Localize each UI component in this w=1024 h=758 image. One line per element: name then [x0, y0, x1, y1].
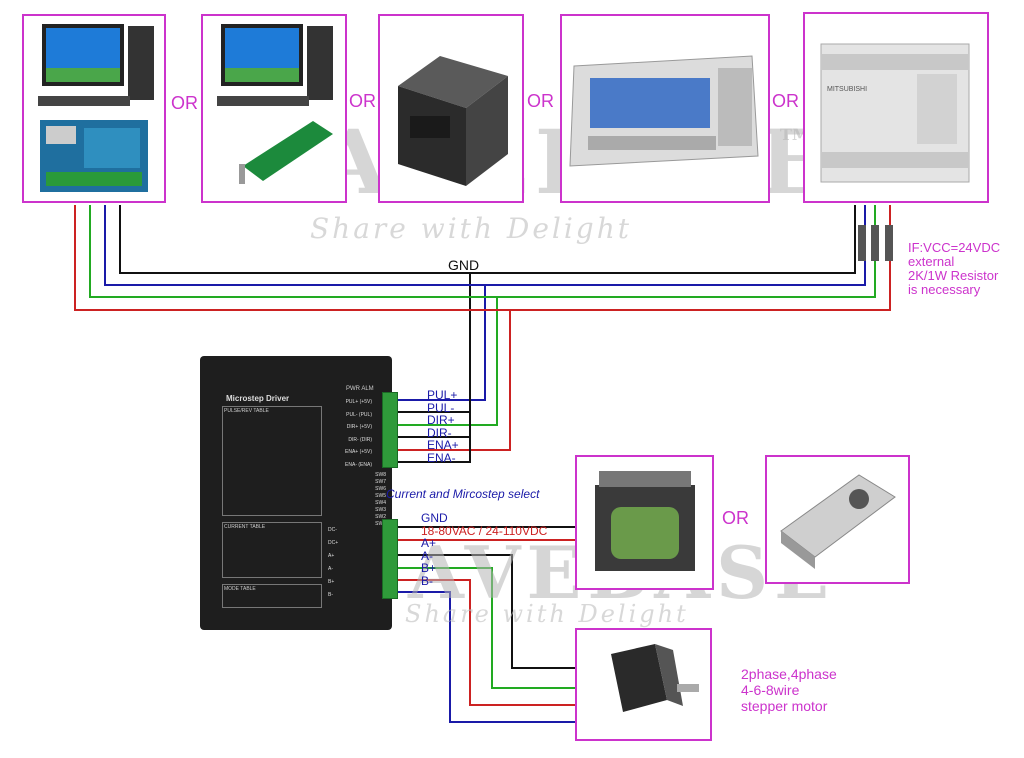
wire-6 — [397, 297, 498, 426]
power-label-a-plus: A+ — [421, 536, 437, 550]
current-microstep-label: Current and Mircostep select — [386, 487, 540, 501]
microstep-driver: Microstep Driver PWR ALM PULSE/REV TABLE… — [200, 356, 392, 630]
signal-pin-6: ENA- (ENA) — [345, 461, 372, 468]
signal-label-pul-minus: PUL- — [427, 400, 455, 415]
signal-terminal-block — [382, 392, 398, 468]
controller-box-motion-panel — [560, 14, 770, 203]
switch-pin-8: SW1 — [375, 521, 386, 527]
power-label-a-minus: A- — [421, 548, 433, 563]
switch-pin-5: SW4 — [375, 500, 386, 506]
controller-box-pc-pci — [201, 14, 347, 203]
power-label-gnd: GND — [421, 511, 448, 525]
signal-pin-labels: PUL+ (+5V) PUL- (PUL) DIR+ (+5V) DIR- (D… — [324, 396, 372, 471]
stepper-motor-box — [575, 628, 712, 741]
signal-pin-3: DIR+ (+5V) — [346, 424, 372, 430]
gnd-label: GND — [448, 257, 480, 273]
signal-label-ena-minus: ENA- — [427, 450, 456, 465]
switching-supply-icon — [780, 474, 896, 569]
watermark-tm-top: TM — [780, 125, 810, 144]
pulse-rev-table-title: PULSE/REV TABLE — [224, 408, 269, 414]
pc-monitor-icon — [38, 24, 154, 192]
or-label-4: OR — [772, 91, 799, 111]
signal-label-pul-plus: PUL+ — [427, 388, 458, 402]
signal-label-dir-plus: DIR+ — [427, 413, 455, 427]
power-pin-2: DC+ — [328, 540, 339, 546]
power-label-b-minus: B- — [421, 573, 433, 588]
switch-pin-7: SW2 — [375, 514, 386, 520]
mode-table-title: MODE TABLE — [224, 586, 256, 592]
transformer-icon — [595, 471, 695, 571]
controller-box-temp-style — [378, 14, 524, 203]
or-label-2: OR — [349, 91, 376, 111]
mode-table: MODE TABLE — [222, 584, 322, 608]
power-pin-4: A- — [328, 566, 333, 572]
power-label-list: GND 18-80VAC / 24-110VDC A+ A- B+ B- — [421, 512, 547, 587]
wire-16 — [397, 579, 575, 706]
wire-17 — [397, 591, 575, 723]
wire-1 — [119, 205, 856, 274]
resistor-1 — [858, 225, 866, 261]
plc-brand-text: MITSUBISHI — [827, 86, 868, 93]
resistor-note: IF:VCC=24VDC external 2K/1W Resistor is … — [908, 241, 1000, 297]
wire-4 — [397, 285, 486, 401]
power-terminal-block — [382, 519, 398, 599]
or-label-3: OR — [527, 91, 554, 111]
current-table-title: CURRENT TABLE — [224, 524, 266, 530]
signal-pin-1: PUL+ (+5V) — [345, 399, 372, 405]
switch-pin-labels: SW8 SW7 SW6 SW5 SW4 SW3 SW2 SW1 — [362, 472, 386, 528]
switch-pin-6: SW3 — [375, 507, 386, 513]
resistor-note-line-4: is necessary — [908, 282, 981, 297]
signal-label-ena-plus: ENA+ — [427, 438, 459, 452]
switch-pin-3: SW6 — [375, 486, 386, 492]
switch-pin-4: SW5 — [375, 493, 386, 499]
power-pin-3: A+ — [328, 553, 335, 559]
driver-pwr-alm: PWR ALM — [346, 386, 374, 392]
wire-15 — [397, 567, 575, 689]
switch-pin-1: SW8 — [375, 472, 386, 478]
power-label-b-plus: B+ — [421, 561, 437, 575]
switch-pin-2: SW7 — [375, 479, 386, 485]
controller-box-plc: MITSUBISHI — [803, 12, 989, 203]
motor-description-line-1: 2phase,4phase — [741, 666, 837, 682]
pulse-rev-table: PULSE/REV TABLE — [222, 406, 322, 516]
watermark-tagline-top: Share with Delight — [310, 212, 633, 245]
resistor-note-line-2: external — [908, 254, 955, 269]
power-pin-5: B+ — [328, 579, 335, 585]
stepper-motor-icon — [611, 644, 699, 712]
wire-11 — [397, 437, 471, 463]
driver-title: Microstep Driver — [226, 394, 290, 403]
signal-label-dir-minus: DIR- — [427, 425, 452, 440]
power-label-supply: 18-80VAC / 24-110VDC — [421, 523, 548, 538]
wire-14 — [397, 554, 575, 669]
plc-icon — [820, 43, 970, 183]
motion-panel-icon — [569, 55, 759, 167]
switching-supply-box — [765, 455, 910, 584]
transformer-box — [575, 455, 714, 590]
controller-box-pc-breakout — [22, 14, 166, 203]
or-label-1: OR — [171, 93, 198, 113]
resistor-2 — [871, 225, 879, 261]
signal-pin-2: PUL- (PUL) — [346, 411, 372, 418]
watermark-tagline-bottom: Share with Delight — [405, 600, 689, 628]
signal-label-list: PUL+ PUL- DIR+ DIR- ENA+ ENA- — [427, 389, 459, 464]
motor-description-line-3: stepper motor — [741, 698, 828, 714]
power-pin-labels: DC- DC+ A+ A- B+ B- — [328, 524, 358, 602]
signal-pin-4: DIR- (DIR) — [348, 436, 372, 443]
or-label-power: OR — [722, 508, 749, 528]
motor-description: 2phase,4phase 4-6-8wire stepper motor — [741, 666, 837, 714]
current-table: CURRENT TABLE — [222, 522, 322, 578]
power-pin-6: B- — [328, 592, 333, 598]
resistor-note-line-3: 2K/1W Resistor — [908, 268, 999, 283]
resistor-3 — [885, 225, 893, 261]
power-pin-1: DC- — [328, 527, 337, 533]
wire-8 — [397, 310, 511, 451]
signal-pin-5: ENA+ (+5V) — [345, 449, 372, 455]
pci-card-icon — [217, 24, 333, 184]
controller-unit-icon — [398, 56, 508, 186]
motor-description-line-2: 4-6-8wire — [741, 682, 800, 698]
resistor-note-line-1: IF:VCC=24VDC — [908, 240, 1001, 255]
